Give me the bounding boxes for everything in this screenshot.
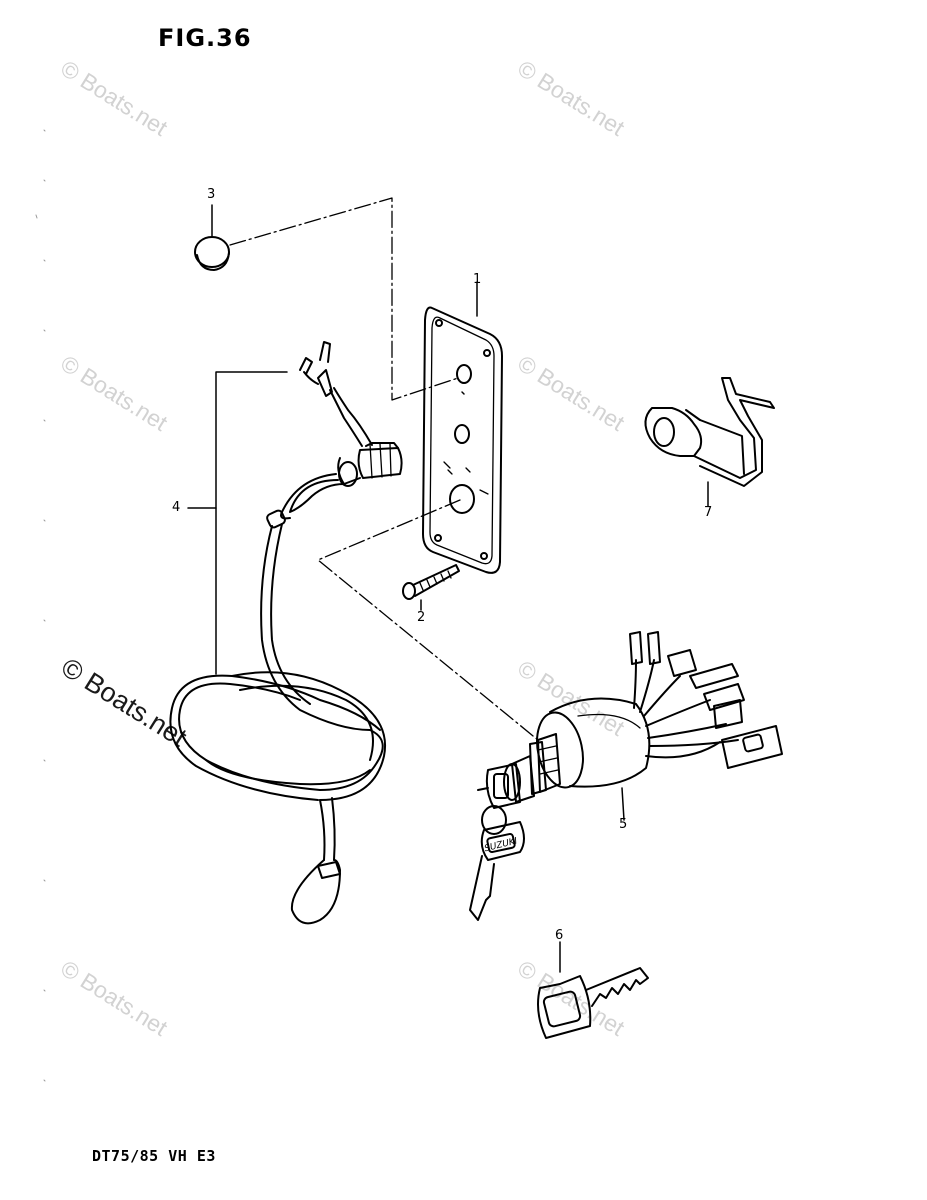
callout-2: 2: [417, 610, 426, 625]
part-3-cap: [194, 204, 230, 271]
scan-edge-marks: [35, 129, 46, 1082]
part-2-screw: [402, 564, 460, 611]
part-5-ignition-switch: [469, 631, 783, 921]
callout-4: 4: [172, 500, 181, 515]
callout-6: 6: [555, 928, 564, 943]
model-code: DT75/85 VH E3: [92, 1147, 216, 1165]
part-7-bracket: [644, 377, 775, 507]
part-1-panel: [422, 281, 503, 574]
callout-5: 5: [619, 817, 628, 832]
part-6-key: [537, 941, 649, 1039]
callout-1: 1: [473, 272, 482, 287]
figure-title: FIG.36: [158, 24, 252, 52]
part-4-stop-switch: [169, 341, 403, 925]
callout-7: 7: [704, 505, 713, 520]
callout-3: 3: [207, 187, 216, 202]
